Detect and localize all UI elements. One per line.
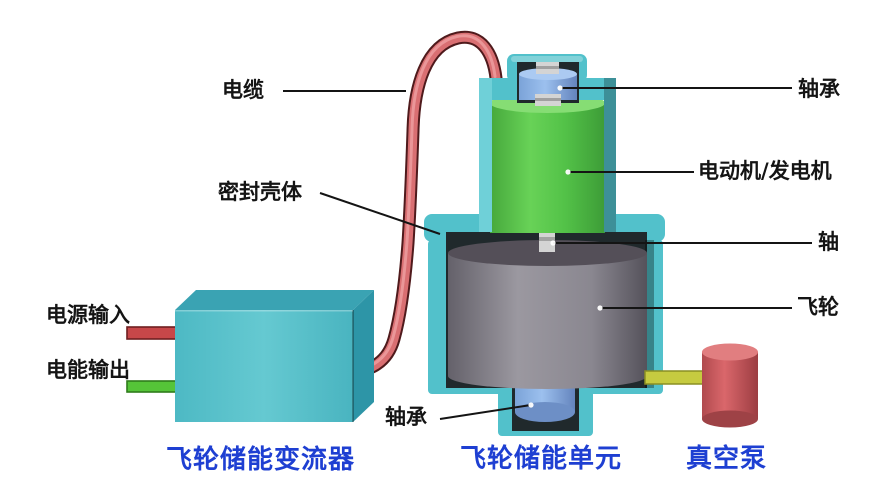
shaft-label: 轴 (818, 230, 839, 254)
motor-generator-label: 电动机/发电机 (698, 159, 832, 183)
flywheel-cylinder (448, 240, 647, 389)
pipe-body (644, 370, 706, 385)
interior-right-shadow (645, 240, 654, 388)
motor-body (490, 103, 605, 233)
upper-tube-right-wall (604, 78, 616, 232)
flywheel-label: 飞轮 (797, 295, 839, 319)
power-output-label: 电能输出 (46, 358, 130, 382)
shaft-top-nub (536, 62, 559, 74)
shaft-groove (539, 237, 555, 241)
cable-highlight (346, 34, 497, 373)
bottom-bearing-cap (515, 402, 575, 422)
shaft-collar (535, 94, 561, 106)
bearing-bottom-label: 轴承 (385, 405, 427, 429)
flywheel-bottom (448, 363, 647, 389)
bottom-bearing (515, 384, 575, 422)
motor-generator-cylinder (490, 93, 605, 233)
leader-dot (550, 240, 556, 246)
collar-groove (535, 98, 561, 101)
vacuum-pump-caption: 真空泵 (686, 444, 768, 474)
pump-top (702, 343, 758, 361)
right-wall-shadow (604, 78, 616, 232)
leader-dot (597, 305, 603, 311)
leader-sealed-housing (319, 192, 441, 235)
cap-highlight (511, 56, 583, 62)
vacuum-pipe (644, 370, 706, 385)
power-cable (342, 30, 503, 380)
box-front-face (175, 310, 353, 422)
flywheel-body (448, 253, 647, 376)
power-output-wire (126, 380, 178, 393)
converter-box (126, 290, 374, 422)
power-input-label: 电源输入 (46, 303, 130, 327)
leader-lines (283, 85, 812, 420)
flywheel-top (448, 240, 647, 266)
leader-dot (528, 402, 534, 408)
cable-label: 电缆 (222, 78, 264, 102)
converter-caption: 飞轮储能变流器 (166, 445, 356, 475)
box-right-face (353, 290, 374, 422)
upper-tube-left-wall (479, 78, 492, 232)
pump-bottom (702, 410, 758, 428)
box-top-face (175, 290, 374, 310)
leader-dot (565, 169, 571, 175)
power-input-wire (126, 326, 178, 340)
nub-groove (536, 66, 559, 69)
storage-unit-caption: 飞轮储能单元 (460, 444, 623, 474)
leader-dot (557, 85, 563, 91)
shaft (539, 228, 555, 252)
bearing-top-label: 轴承 (798, 77, 840, 101)
sealed-housing-label: 密封壳体 (218, 180, 302, 204)
housing-upper-section (479, 54, 616, 232)
vacuum-pump-cylinder (702, 343, 758, 428)
pump-body (702, 352, 758, 419)
leader-bearing-bottom (439, 404, 532, 420)
